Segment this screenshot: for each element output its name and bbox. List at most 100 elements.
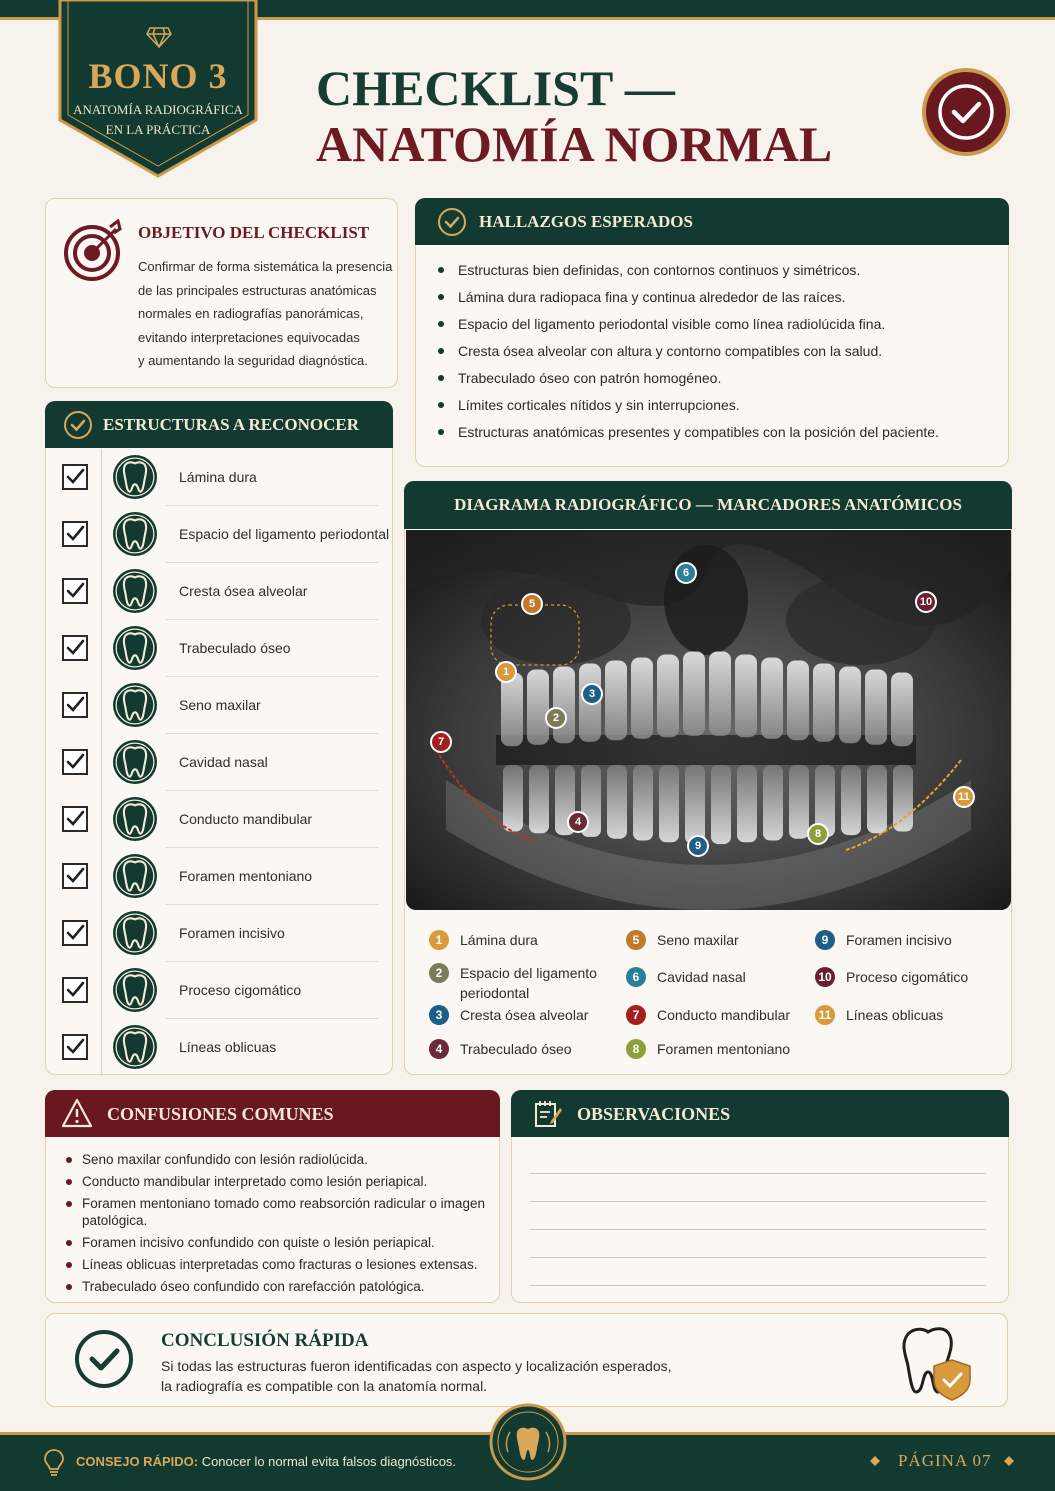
circle-check-icon bbox=[64, 411, 92, 439]
legend-number: 9 bbox=[815, 930, 835, 950]
conclusion-text: Si todas las estructuras fueron identifi… bbox=[161, 1358, 672, 1394]
tooth-icon bbox=[113, 683, 157, 727]
list-item: Límites corticales nítidos y sin interru… bbox=[438, 394, 939, 421]
structure-row: Seno maxilar bbox=[46, 677, 392, 734]
observations-card: OBSERVACIONES bbox=[511, 1090, 1009, 1303]
diagram-card: DIAGRAMA RADIOGRÁFICO — MARCADORES ANATÓ… bbox=[404, 481, 1012, 1075]
objective-card: OBJETIVO DEL CHECKLIST Confirmar de form… bbox=[45, 198, 398, 388]
list-item: Conducto mandibular interpretado como le… bbox=[66, 1173, 486, 1190]
page-title: CHECKLIST — ANATOMÍA NORMAL bbox=[316, 60, 833, 172]
structure-row: Líneas oblicuas bbox=[46, 1019, 392, 1076]
note-line[interactable] bbox=[530, 1285, 986, 1286]
list-item: Estructuras bien definidas, con contorno… bbox=[438, 259, 939, 286]
note-line[interactable] bbox=[530, 1173, 986, 1174]
structure-checkbox[interactable] bbox=[62, 635, 88, 661]
list-item: Estructuras anatómicas presentes y compa… bbox=[438, 421, 939, 448]
top-bar bbox=[0, 0, 1055, 20]
legend-label: Espacio del ligamento periodontal bbox=[460, 965, 597, 1001]
findings-list: Estructuras bien definidas, con contorno… bbox=[438, 259, 939, 448]
structure-label: Trabeculado óseo bbox=[179, 640, 291, 656]
objective-text: Confirmar de forma sistemática la presen… bbox=[138, 259, 393, 368]
structure-checkbox[interactable] bbox=[62, 1034, 88, 1060]
circle-check-icon bbox=[438, 208, 466, 236]
circle-check-icon bbox=[75, 1330, 133, 1388]
diamond-bullet-icon bbox=[1004, 1456, 1014, 1466]
legend-label: Trabeculado óseo bbox=[460, 1041, 572, 1057]
structure-row: Cresta ósea alveolar bbox=[46, 563, 392, 620]
tooth-icon bbox=[113, 797, 157, 841]
confusions-list: Seno maxilar confundido con lesión radio… bbox=[66, 1151, 486, 1300]
tooth-icon bbox=[113, 455, 157, 499]
note-line[interactable] bbox=[530, 1201, 986, 1202]
list-item: Lámina dura radiopaca fina y continua al… bbox=[438, 286, 939, 313]
note-line[interactable] bbox=[530, 1257, 986, 1258]
marker-6: 6 bbox=[675, 562, 697, 584]
structure-label: Cresta ósea alveolar bbox=[179, 583, 308, 599]
structure-checkbox[interactable] bbox=[62, 920, 88, 946]
list-item: Foramen mentoniano tomado como reabsorci… bbox=[66, 1195, 486, 1229]
structure-checkbox[interactable] bbox=[62, 977, 88, 1003]
structure-checkbox[interactable] bbox=[62, 521, 88, 547]
marker-7: 7 bbox=[430, 731, 452, 753]
structure-label: Líneas oblicuas bbox=[179, 1039, 277, 1055]
legend-number: 3 bbox=[429, 1005, 449, 1025]
structure-row: Cavidad nasal bbox=[46, 734, 392, 791]
objective-title: OBJETIVO DEL CHECKLIST bbox=[138, 223, 370, 242]
findings-card: HALLAZGOS ESPERADOS Estructuras bien def… bbox=[415, 198, 1009, 467]
tooth-shield-icon bbox=[902, 1327, 971, 1401]
tooth-icon bbox=[113, 512, 157, 556]
structure-checkbox[interactable] bbox=[62, 806, 88, 832]
legend-number: 8 bbox=[626, 1039, 646, 1059]
notepad-icon bbox=[535, 1101, 562, 1127]
confusions-header: CONFUSIONES COMUNES bbox=[45, 1090, 500, 1137]
diamond-icon bbox=[146, 27, 172, 48]
badge-subtitle: ANATOMÍA RADIOGRÁFICA EN LA PRÁCTICA bbox=[73, 102, 243, 137]
note-line[interactable] bbox=[530, 1229, 986, 1230]
structure-row: Espacio del ligamento periodontal bbox=[46, 506, 392, 563]
structure-label: Seno maxilar bbox=[179, 697, 261, 713]
structure-label: Proceso cigomático bbox=[179, 982, 302, 998]
marker-11: 11 bbox=[953, 786, 975, 808]
legend-label: Cresta ósea alveolar bbox=[460, 1007, 589, 1023]
warning-icon bbox=[61, 1098, 93, 1128]
structure-checkbox[interactable] bbox=[62, 749, 88, 775]
structure-row: Lámina dura bbox=[46, 449, 392, 506]
findings-header: HALLAZGOS ESPERADOS bbox=[415, 198, 1009, 245]
target-icon bbox=[64, 219, 122, 281]
marker-9: 9 bbox=[687, 835, 709, 857]
list-item: Trabeculado óseo con patrón homogéneo. bbox=[438, 367, 939, 394]
marker-8: 8 bbox=[807, 823, 829, 845]
legend-number: 2 bbox=[429, 963, 449, 983]
marker-4: 4 bbox=[567, 811, 589, 833]
structure-checkbox[interactable] bbox=[62, 863, 88, 889]
legend-number: 1 bbox=[429, 930, 449, 950]
tooth-icon bbox=[113, 740, 157, 784]
legend-number: 4 bbox=[429, 1039, 449, 1059]
structure-checkbox[interactable] bbox=[62, 578, 88, 604]
diagram-header: DIAGRAMA RADIOGRÁFICO — MARCADORES ANATÓ… bbox=[404, 481, 1012, 529]
structure-row: Proceso cigomático bbox=[46, 962, 392, 1019]
structure-checkbox[interactable] bbox=[62, 692, 88, 718]
list-item: Espacio del ligamento periodontal visibl… bbox=[438, 313, 939, 340]
lightbulb-icon bbox=[44, 1449, 64, 1476]
list-item: Cresta ósea alveolar con altura y contor… bbox=[438, 340, 939, 367]
bono-badge: BONO 3 ANATOMÍA RADIOGRÁFICA EN LA PRÁCT… bbox=[58, 0, 258, 178]
marker-1: 1 bbox=[495, 661, 517, 683]
tooth-icon bbox=[113, 569, 157, 613]
list-item: Líneas oblicuas interpretadas como fract… bbox=[66, 1256, 486, 1273]
tooth-icon bbox=[113, 854, 157, 898]
structure-row: Foramen incisivo bbox=[46, 905, 392, 962]
check-seal-icon bbox=[922, 68, 1010, 156]
list-item: Foramen incisivo confundido con quiste o… bbox=[66, 1234, 486, 1251]
legend-number: 5 bbox=[626, 930, 646, 950]
structure-label: Conducto mandibular bbox=[179, 811, 313, 827]
tooth-icon bbox=[113, 968, 157, 1012]
tooth-icon bbox=[113, 626, 157, 670]
legend-number: 7 bbox=[626, 1005, 646, 1025]
structure-checkbox[interactable] bbox=[62, 464, 88, 490]
conclusion-card: CONCLUSIÓN RÁPIDA Si todas las estructur… bbox=[45, 1313, 1008, 1407]
structures-header: ESTRUCTURAS A RECONOCER bbox=[45, 401, 393, 448]
structure-label: Espacio del ligamento periodontal bbox=[179, 526, 390, 542]
